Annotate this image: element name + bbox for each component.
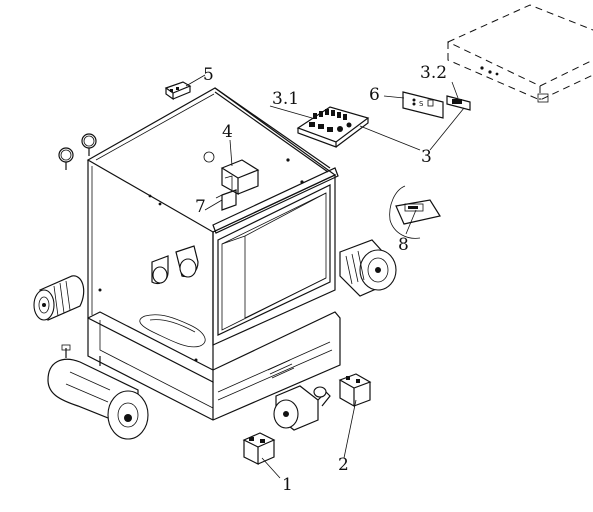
main-pcb [296, 106, 370, 148]
gauge-right [81, 133, 97, 156]
control-panel-plate: S [402, 91, 444, 119]
contactor-part [242, 432, 276, 465]
clip-part [164, 81, 192, 101]
drain-pump [273, 385, 331, 431]
callout-4: 4 [222, 122, 233, 142]
top-block [220, 159, 260, 196]
gauge-left [58, 147, 74, 170]
callout-2: 2 [338, 455, 349, 475]
callout-5: 5 [203, 65, 214, 85]
display-pcb [446, 95, 471, 111]
panel-text: S [419, 100, 424, 108]
callout-8: 8 [398, 235, 409, 255]
callout-3-2: 3.2 [420, 63, 447, 83]
bracket-part [215, 189, 237, 211]
hose-connectors [151, 245, 199, 285]
leader-lines [185, 74, 465, 479]
callout-6: 6 [369, 85, 380, 105]
main-housing [86, 87, 341, 421]
relay-part [338, 373, 372, 408]
callout-3: 3 [421, 147, 432, 167]
callout-1: 1 [282, 475, 293, 495]
callout-3-1: 3.1 [272, 89, 299, 109]
cover-lid-dashed [447, 4, 593, 103]
pump-right [339, 239, 397, 297]
callout-7: 7 [195, 197, 206, 217]
motor-left [33, 275, 85, 321]
door-switch [389, 185, 441, 239]
boiler-tank [47, 344, 149, 440]
